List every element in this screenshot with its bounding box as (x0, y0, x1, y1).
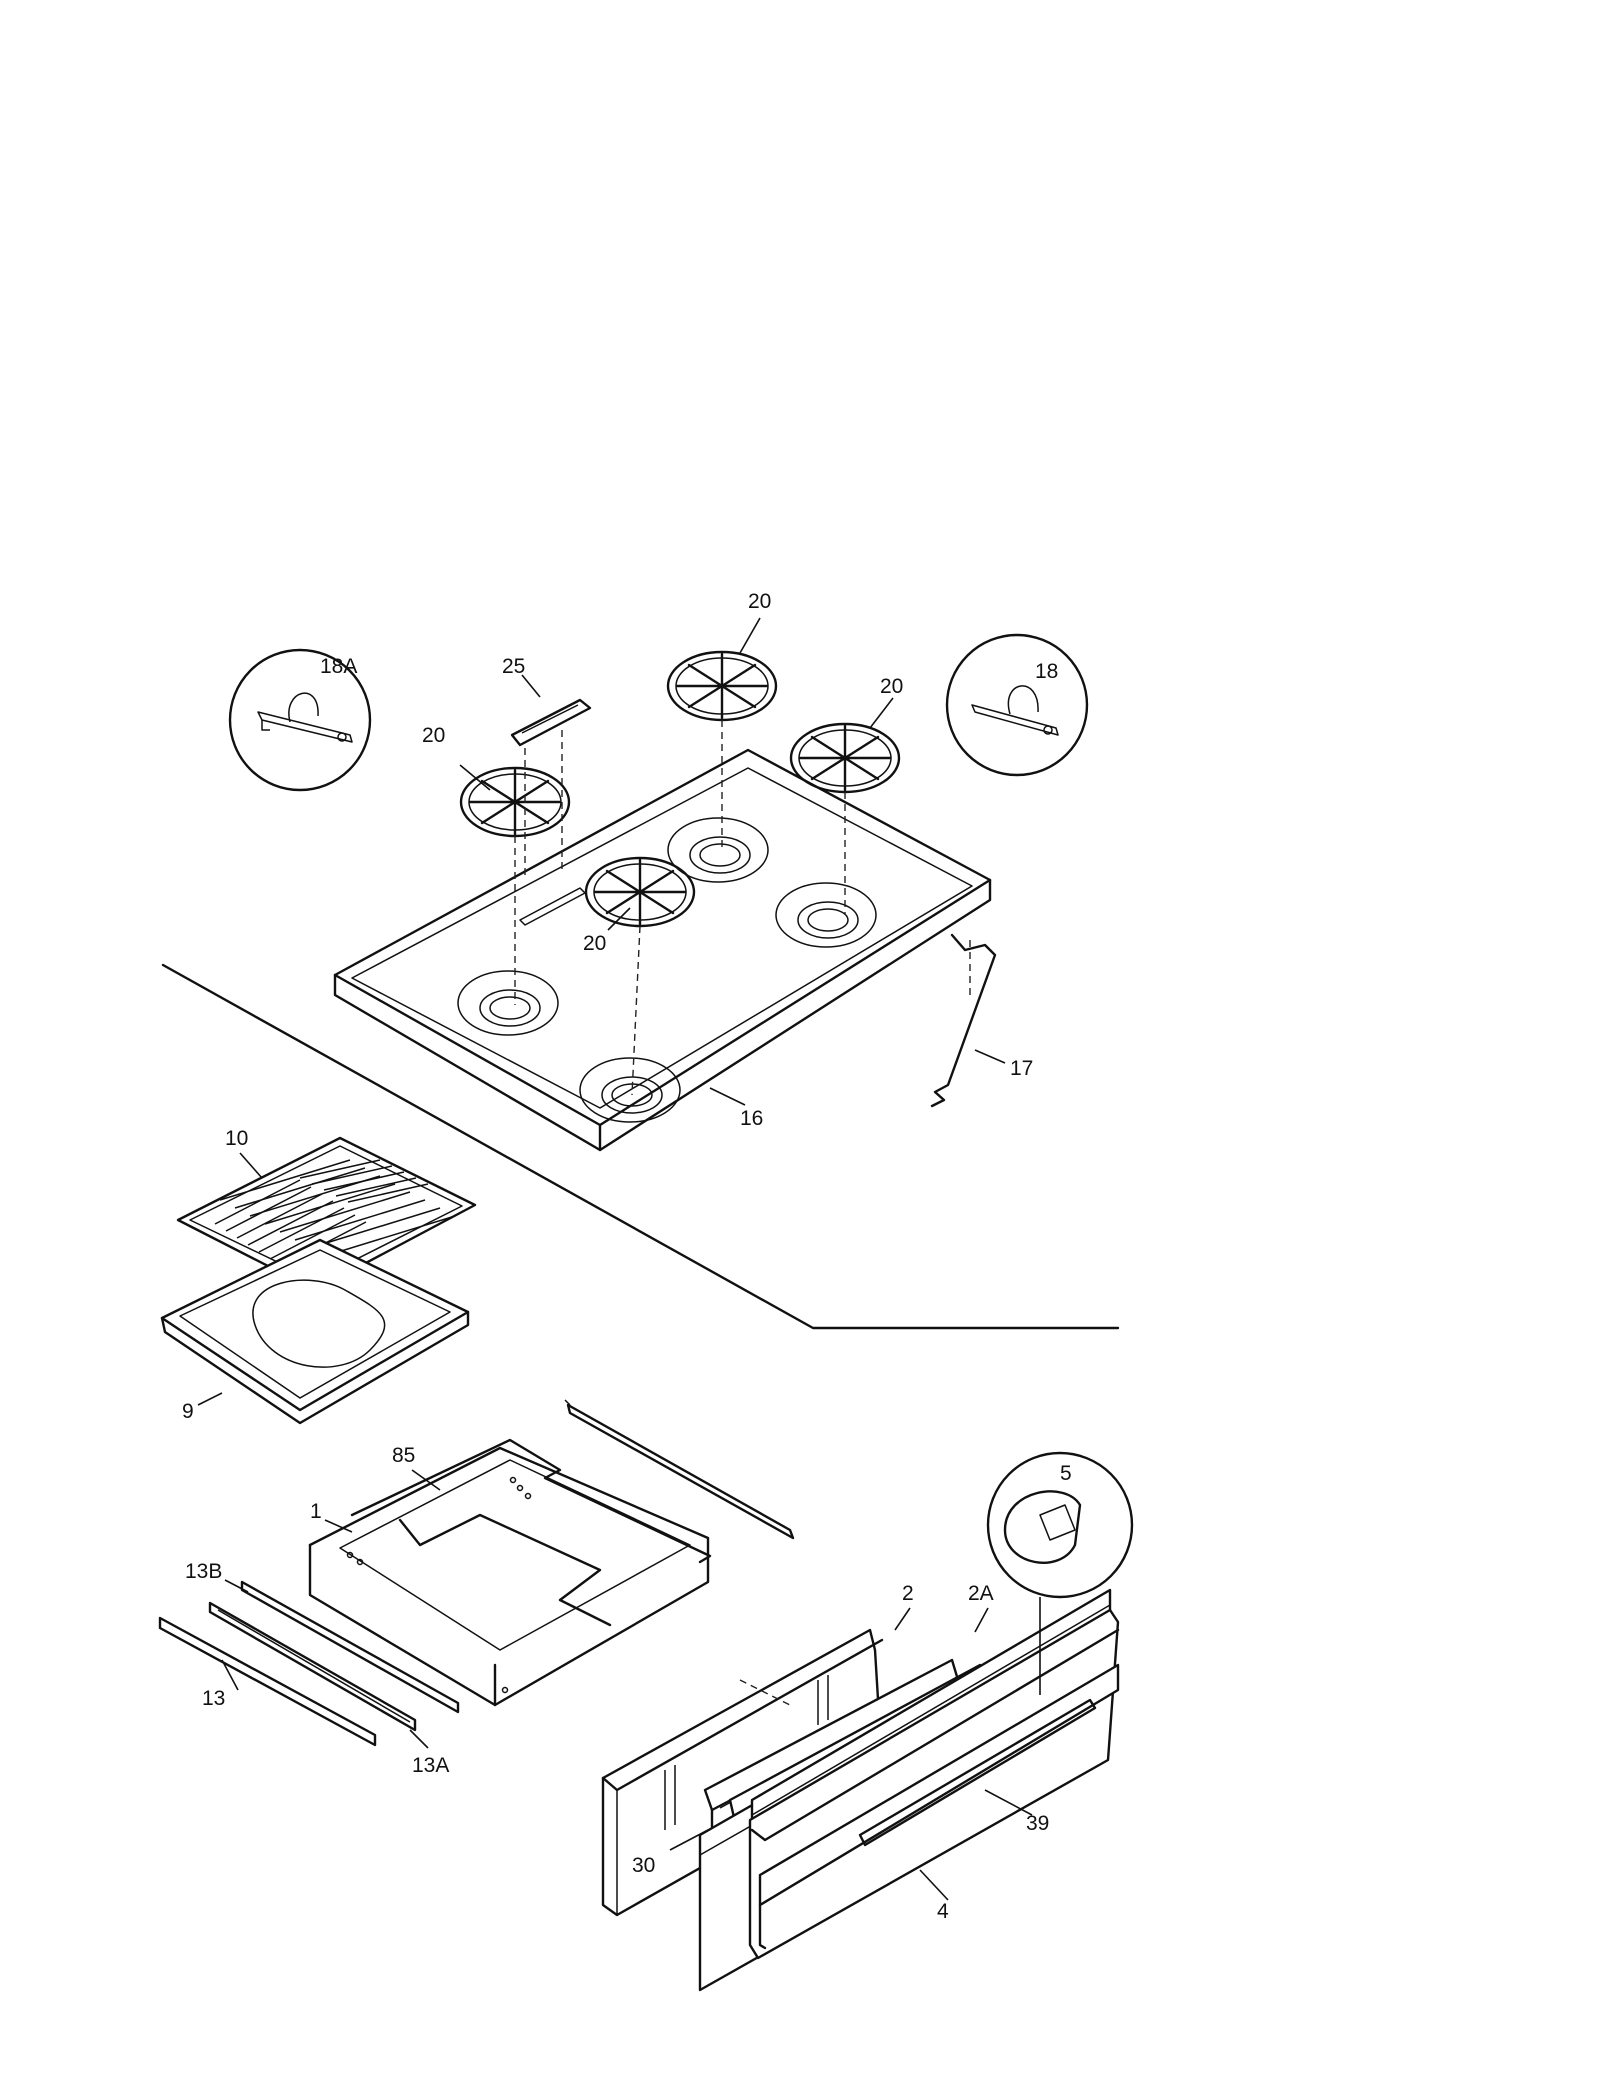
label-17: 17 (1010, 1057, 1033, 1080)
label-9: 9 (182, 1400, 194, 1423)
broiler-pan-9 (160, 1238, 470, 1425)
rail-13A (208, 1601, 417, 1732)
burner-well-right (775, 882, 877, 948)
rail-13B (240, 1580, 460, 1714)
label-39: 39 (1026, 1812, 1049, 1835)
drawer-rail-top (564, 1399, 795, 1540)
anti-tip-wire-17 (930, 933, 997, 1108)
drawer-frame-1 (308, 1446, 710, 1707)
label-2: 2 (902, 1582, 914, 1605)
label-20-front: 20 (583, 932, 606, 955)
leader-lines (197, 617, 1033, 1901)
label-18A: 18A (320, 655, 357, 678)
label-10: 10 (225, 1127, 248, 1150)
detail-bubble-5 (986, 1451, 1134, 1695)
label-2A: 2A (968, 1582, 994, 1605)
grate-20-front (584, 856, 696, 928)
label-25: 25 (502, 655, 525, 678)
burner-well-back (667, 817, 769, 883)
rail-13 (158, 1616, 377, 1747)
label-85: 85 (392, 1444, 415, 1467)
detail-bubble-18A (228, 648, 372, 792)
label-13A: 13A (412, 1754, 449, 1777)
grate-20-right (789, 722, 901, 794)
part-number-labels: 18A 25 20 20 20 20 18 17 16 10 9 85 1 5 … (182, 590, 1072, 1923)
drawer-panel-4 (748, 1608, 1120, 1960)
label-16: 16 (740, 1107, 763, 1130)
label-13B: 13B (185, 1560, 222, 1583)
label-4: 4 (937, 1900, 949, 1923)
burner-well-front (579, 1057, 681, 1123)
drawer-rack-85 (350, 1438, 712, 1627)
grid-slots (214, 1159, 456, 1267)
burner-cap-25 (510, 698, 592, 747)
cooktop-16 (333, 748, 992, 1152)
separator-line (161, 963, 1120, 1330)
grate-20-left (459, 766, 571, 838)
label-18: 18 (1035, 660, 1058, 683)
label-20-back: 20 (748, 590, 771, 613)
label-20-left: 20 (422, 724, 445, 747)
alignment-lines (514, 720, 971, 1096)
detail-bubble-18 (945, 633, 1089, 777)
label-20-right: 20 (880, 675, 903, 698)
label-13: 13 (202, 1687, 225, 1710)
label-5: 5 (1060, 1462, 1072, 1485)
grate-20-back (666, 650, 778, 722)
label-1: 1 (310, 1500, 322, 1523)
burner-well-left-front (457, 970, 559, 1036)
label-30: 30 (632, 1854, 655, 1877)
